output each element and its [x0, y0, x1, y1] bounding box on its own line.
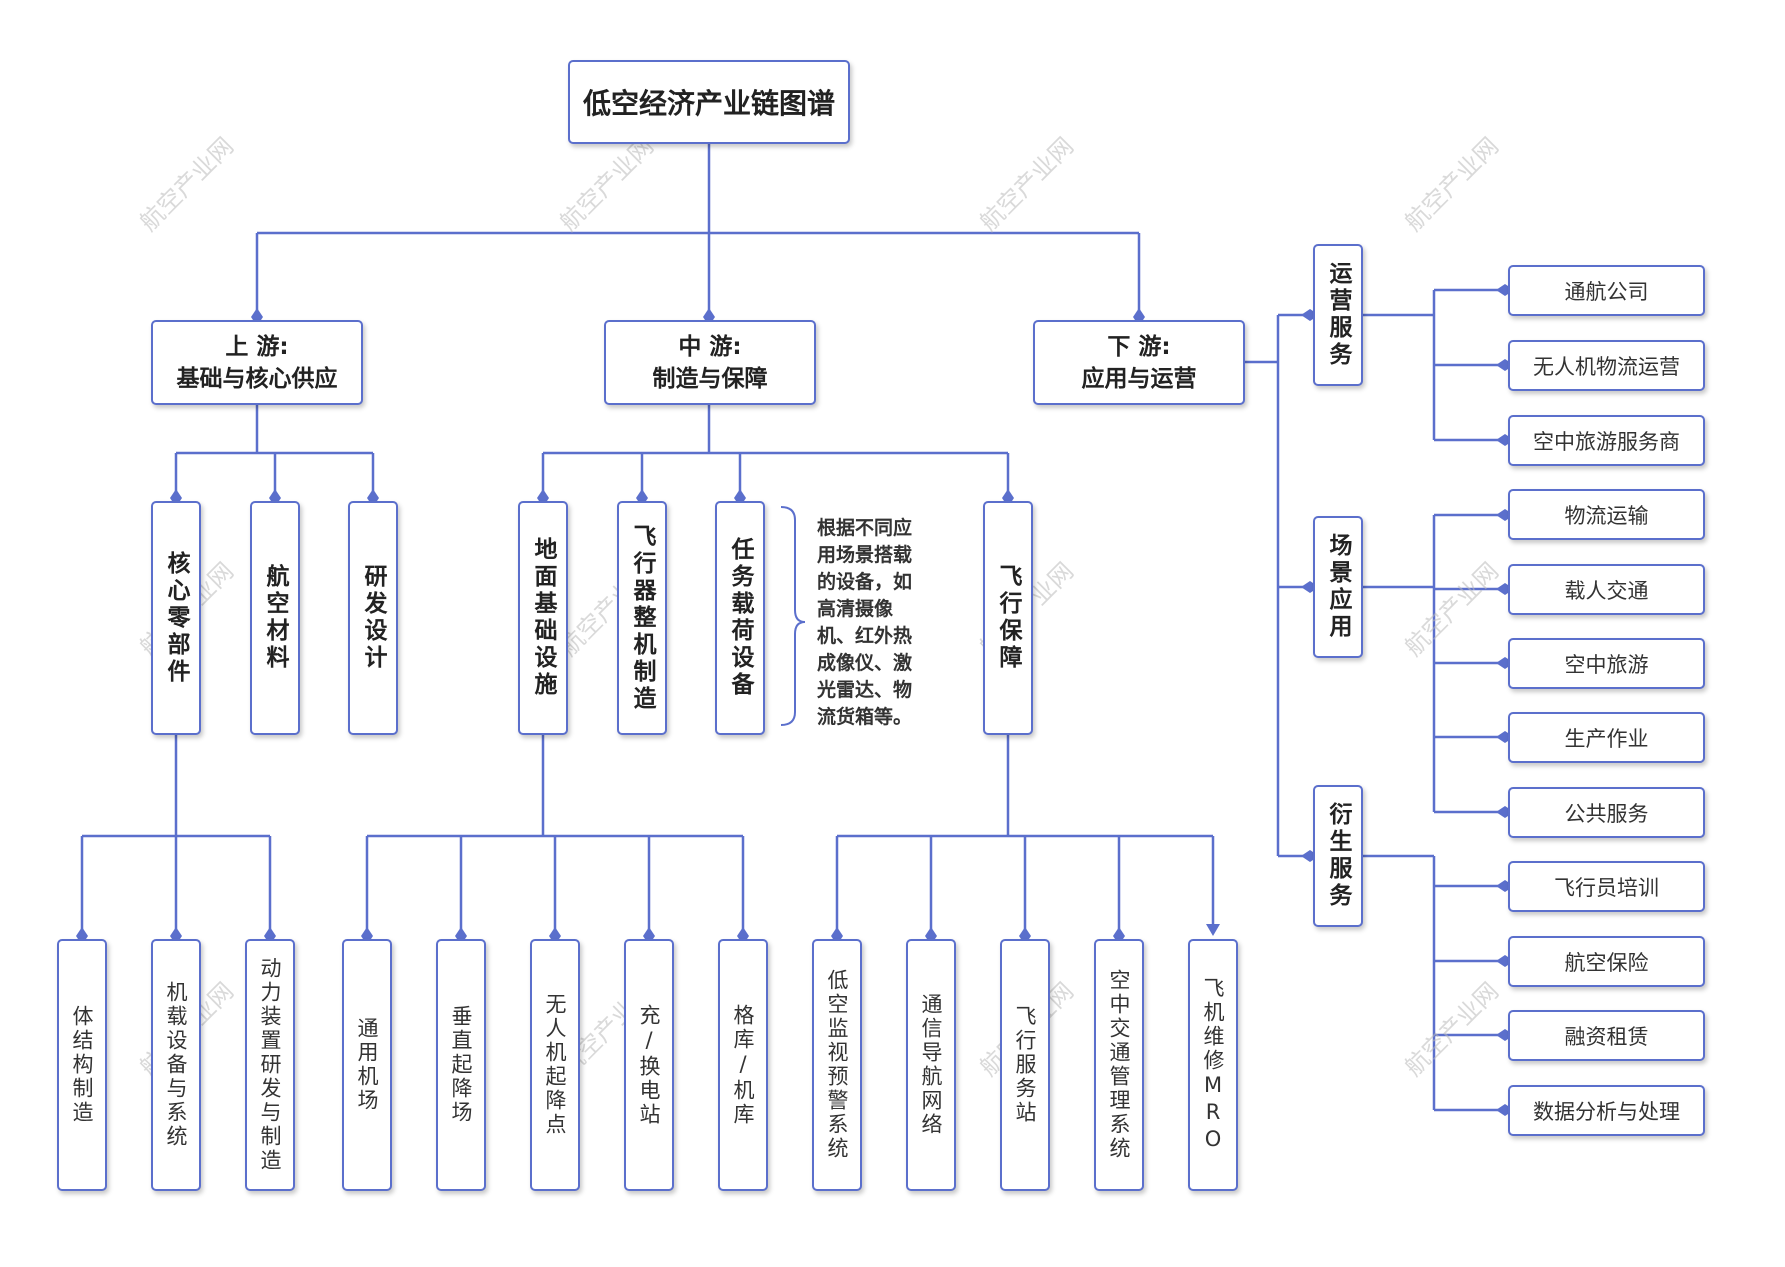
item-pilot-training: 飞行员培训	[1508, 861, 1705, 912]
node-low-altitude-surveillance: 低空监视预警系统	[812, 939, 862, 1191]
downstream-box: 下 游: 应用与运营	[1033, 320, 1245, 405]
category-derivative-services: 衍生服务	[1313, 785, 1363, 927]
item-passenger-transport: 载人交通	[1508, 564, 1705, 615]
node-power-unit: 动力装置研发与制造	[245, 939, 295, 1191]
item-logistics-transport: 物流运输	[1508, 489, 1705, 540]
category-operation-services: 运营服务	[1313, 244, 1363, 386]
item-public-services: 公共服务	[1508, 787, 1705, 838]
category-scenario-applications: 场景应用	[1313, 516, 1363, 658]
node-drone-landing-point: 无人机起降点	[530, 939, 580, 1191]
node-aviation-materials: 航空材料	[250, 501, 300, 735]
downstream-desc: 应用与运营	[1081, 365, 1197, 392]
upstream-label: 上 游:	[225, 333, 289, 360]
node-flight-support: 飞行保障	[983, 501, 1033, 735]
node-aircraft-manufacturing: 飞行器整机制造	[617, 501, 667, 735]
payload-note: 根据不同应用场景搭载的设备，如高清摄像机、红外热成像仪、激光雷达、物流货箱等。	[817, 517, 913, 728]
node-aircraft-mro: 飞机维修MRO	[1188, 939, 1238, 1191]
item-general-aviation-company: 通航公司	[1508, 265, 1705, 316]
item-financing-leasing: 融资租赁	[1508, 1010, 1705, 1061]
node-ground-infra: 地面基础设施	[518, 501, 568, 735]
node-vertiport: 垂直起降场	[436, 939, 486, 1191]
node-body-structure: 体结构制造	[57, 939, 107, 1191]
item-data-analysis: 数据分析与处理	[1508, 1085, 1705, 1136]
downstream-label: 下 游:	[1107, 333, 1171, 360]
upstream-desc: 基础与核心供应	[176, 365, 338, 392]
node-hangar: 格库/机库	[718, 939, 768, 1191]
diagram-title: 低空经济产业链图谱	[568, 60, 850, 144]
item-aviation-insurance: 航空保险	[1508, 936, 1705, 987]
item-production-operations: 生产作业	[1508, 712, 1705, 763]
node-air-traffic-management: 空中交通管理系统	[1094, 939, 1144, 1191]
node-rnd-design: 研发设计	[348, 501, 398, 735]
item-air-tourism: 空中旅游	[1508, 638, 1705, 689]
node-airborne-equipment: 机载设备与系统	[151, 939, 201, 1191]
node-core-parts: 核心零部件	[151, 501, 201, 735]
midstream-desc: 制造与保障	[652, 365, 768, 392]
item-drone-logistics-operation: 无人机物流运营	[1508, 340, 1705, 391]
midstream-box: 中 游: 制造与保障	[604, 320, 816, 405]
node-payload-equipment: 任务载荷设备	[715, 501, 765, 735]
node-comm-nav-network: 通信导航网络	[906, 939, 956, 1191]
payload-bracket	[780, 506, 806, 726]
item-air-tourism-provider: 空中旅游服务商	[1508, 415, 1705, 466]
node-general-airport: 通用机场	[342, 939, 392, 1191]
connector-arrow	[1206, 924, 1220, 936]
midstream-label: 中 游:	[678, 333, 742, 360]
node-charging-station: 充/换电站	[624, 939, 674, 1191]
node-flight-service-station: 飞行服务站	[1000, 939, 1050, 1191]
upstream-box: 上 游: 基础与核心供应	[151, 320, 363, 405]
